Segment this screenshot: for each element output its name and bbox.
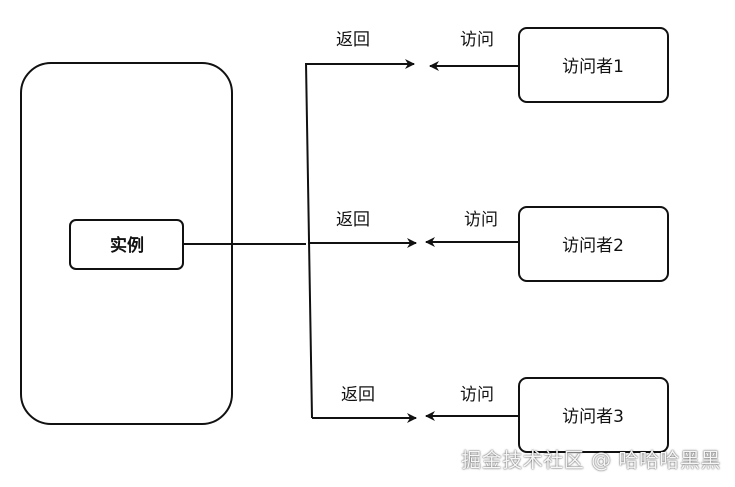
visitor-label-2: 访问者2 xyxy=(562,236,624,256)
visitor-label-3: 访问者3 xyxy=(562,407,624,427)
return-label-2: 返回 xyxy=(336,210,370,230)
visitor-box-3 xyxy=(518,377,669,453)
visit-label-1: 访问 xyxy=(460,30,494,50)
visitor-node-1: 访问者1 xyxy=(518,27,669,103)
visitor-label-1: 访问者1 xyxy=(562,57,624,77)
visitor-box-1 xyxy=(518,27,669,103)
trunk-line xyxy=(305,62,313,419)
watermark: 掘金技术社区 @ 哈哈哈黑黑 xyxy=(461,448,721,472)
visitor-box-2 xyxy=(518,206,669,282)
visit-label-2: 访问 xyxy=(464,210,498,230)
instance-node: 实例 xyxy=(69,219,184,270)
instance-label: 实例 xyxy=(110,235,144,256)
return-label-1: 返回 xyxy=(336,30,370,50)
return-label-3: 返回 xyxy=(341,385,375,405)
visitor-node-2: 访问者2 xyxy=(518,206,669,282)
visitor-node-3: 访问者3 xyxy=(518,377,669,453)
visit-label-3: 访问 xyxy=(460,385,494,405)
